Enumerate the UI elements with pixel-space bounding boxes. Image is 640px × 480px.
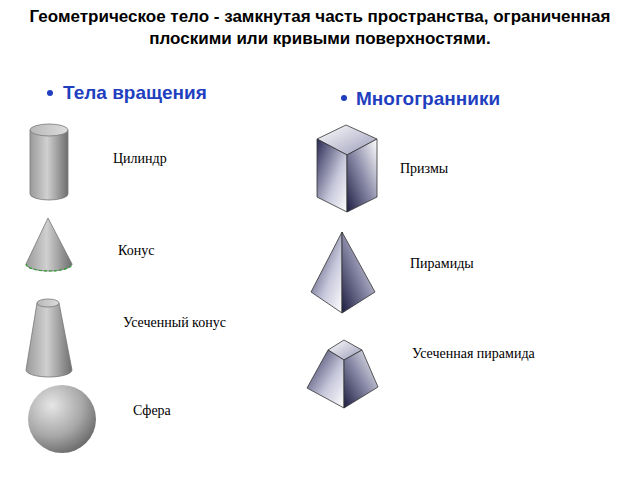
section-heading: Тела вращения <box>63 82 207 104</box>
truncated-cone-figure <box>26 299 72 377</box>
solid-name: Конус <box>118 242 154 260</box>
section-heading: Многогранники <box>356 88 500 110</box>
solid-name: Пирамиды <box>410 255 474 273</box>
truncated-pyramid-figure <box>307 340 378 408</box>
cylinder-figure <box>30 124 68 200</box>
sphere-figure <box>28 385 96 453</box>
solid-name: Призмы <box>400 160 448 178</box>
pyramid-figure <box>311 232 375 313</box>
bullet <box>47 90 53 96</box>
bullet <box>341 95 347 101</box>
solid-name: Сфера <box>133 402 171 420</box>
solid-name: Усеченный конус <box>123 314 226 332</box>
cone-figure <box>26 218 72 271</box>
prism-figure <box>317 125 377 212</box>
solid-name: Усеченная пирамида <box>412 345 535 363</box>
slide-title: Геометрическое тело - замкнутая часть пр… <box>10 6 630 50</box>
solid-name: Цилиндр <box>113 150 167 168</box>
